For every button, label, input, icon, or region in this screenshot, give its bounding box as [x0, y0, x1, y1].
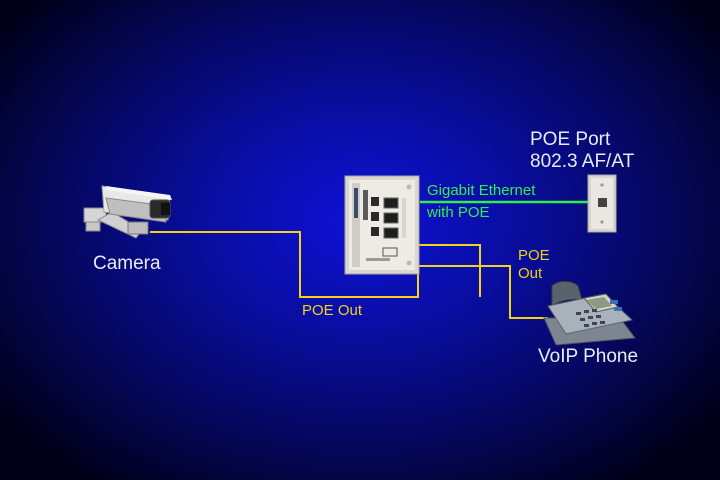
- poe-splitter-icon: [344, 175, 420, 275]
- gigabit-ethernet-label: Gigabit Ethernet with POE: [427, 180, 535, 224]
- voip-phone-icon: [543, 281, 636, 346]
- poe-port-label-line1: POE Port: [530, 129, 611, 150]
- gigabit-ethernet-label-line2: with POE: [427, 204, 490, 221]
- poe-port-label: POE Port 802.3 AF/AT: [530, 129, 634, 173]
- poe-port-label-line2: 802.3 AF/AT: [530, 150, 635, 172]
- poe-out-right-label-line2: Out: [518, 265, 543, 282]
- poe-out-left-label: POE Out: [302, 302, 363, 319]
- voip-phone-label: VoIP Phone: [538, 346, 639, 367]
- camera-label: Camera: [93, 253, 161, 274]
- ethernet-wall-jack-icon: [587, 174, 617, 233]
- poe-out-right-label: POE Out: [518, 247, 550, 283]
- phone-poe-wire-2: [418, 265, 548, 319]
- poe-out-right-label-line1: POE: [518, 247, 550, 264]
- security-camera-icon: [83, 185, 172, 239]
- phone-poe-wire: [418, 244, 481, 297]
- gigabit-ethernet-label-line1: Gigabit Ethernet: [427, 182, 536, 199]
